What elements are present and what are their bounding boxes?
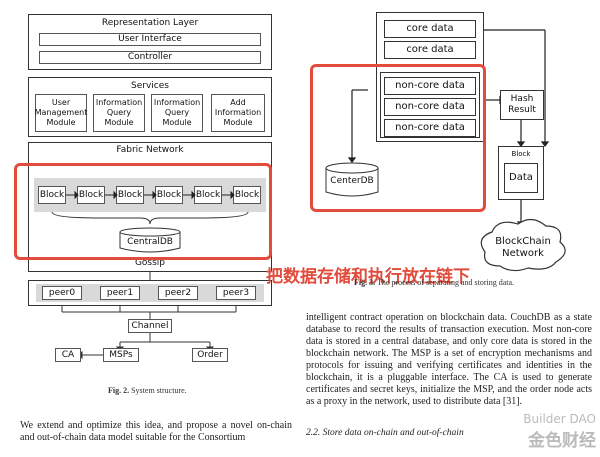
highlight-block-area [14, 163, 272, 260]
non-core-data-3: non-core data [384, 119, 476, 137]
watermark-line1: Builder DAO [523, 412, 596, 426]
left-paragraph: We extend and optimize this idea, and pr… [20, 420, 292, 443]
fig2-caption: Fig. 2. System structure. [108, 386, 258, 398]
channel-box: Channel [128, 319, 172, 333]
right-paragraph: intelligent contract operation on blockc… [306, 312, 592, 407]
order-box: Order [192, 348, 228, 362]
fig3-caption-text: The process of separating and storing da… [376, 278, 515, 287]
fabric-network-title: Fabric Network [116, 144, 184, 155]
representation-layer: Representation Layer User Interface Cont… [28, 14, 272, 70]
section-heading: 2.2. Store data on-chain and out-of-chai… [306, 428, 464, 438]
hash-result-box: Hash Result [500, 90, 544, 120]
watermark-line2: 金色财经 [528, 431, 596, 451]
non-core-data-1: non-core data [384, 77, 476, 95]
representation-layer-title: Representation Layer [101, 17, 199, 28]
user-interface-box: User Interface [39, 33, 261, 46]
service-module-info-query-1: Information Query Module [93, 94, 145, 132]
right-data-box: Data [504, 163, 538, 193]
fig2-caption-text: System structure. [131, 386, 187, 395]
services-layer: Services User Management Module Informat… [28, 77, 272, 137]
fig2-caption-prefix: Fig. 2. [108, 386, 130, 395]
blockchain-network: BlockChain Network [495, 236, 551, 259]
peers-band [36, 284, 264, 302]
non-core-data-2: non-core data [384, 98, 476, 116]
peer-1: peer1 [100, 286, 140, 300]
chinese-annotation: 把数据存储和执行放在链下 [266, 267, 470, 287]
block-3: Block [116, 186, 144, 204]
controller-box: Controller [39, 51, 261, 64]
central-db: CentralDB [127, 237, 173, 247]
msps-box: MSPs [103, 348, 139, 362]
fig3-caption: Fig. 3. The process of separating and st… [354, 278, 554, 290]
peer-3: peer3 [216, 286, 256, 300]
center-db: CenterDB [330, 176, 374, 186]
services-title: Services [131, 80, 169, 91]
service-module-user-management: User Management Module [35, 94, 87, 132]
right-block-label: Block [511, 149, 531, 158]
right-block-box: Block Data [498, 146, 544, 200]
core-data-1: core data [384, 20, 476, 38]
core-data-2: core data [384, 41, 476, 59]
highlight-non-core-area [310, 64, 486, 212]
block-1: Block [38, 186, 66, 204]
service-module-info-query-2: Information Query Module [151, 94, 203, 132]
peer-0: peer0 [42, 286, 82, 300]
fig3-caption-prefix: Fig. 3. [354, 278, 376, 287]
service-module-add-info: Add Information Module [211, 94, 265, 132]
watermark: Builder DAO 金色财经 [470, 412, 596, 454]
peer-2: peer2 [158, 286, 198, 300]
gossip-label: Gossip [134, 257, 166, 268]
block-5: Block [194, 186, 222, 204]
ca-box: CA [55, 348, 81, 362]
